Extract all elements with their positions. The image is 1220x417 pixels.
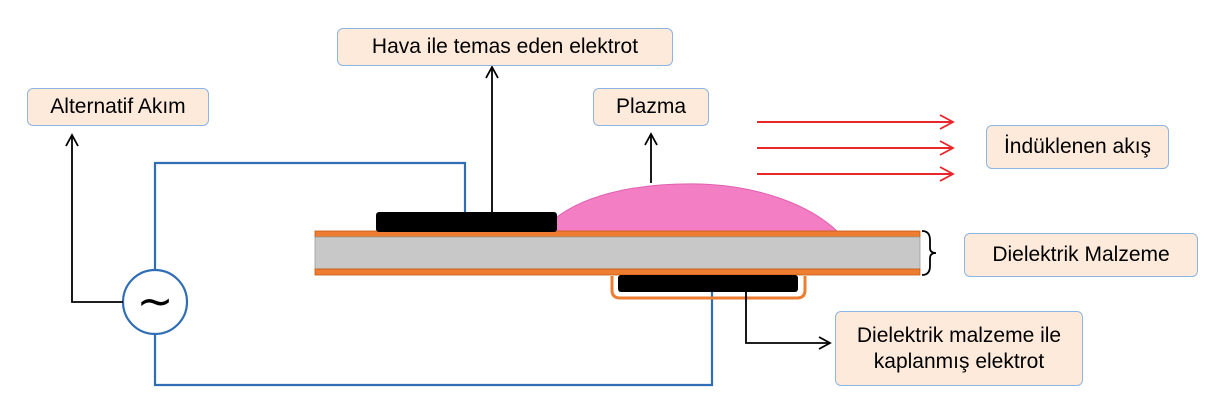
- label-dielectric-material-text: Dielektrik Malzeme: [992, 243, 1170, 266]
- exposed-electrode: [376, 212, 557, 232]
- label-plasma-text: Plazma: [615, 95, 687, 118]
- covered-electrode: [618, 275, 798, 292]
- label-induced-flow: İndüklenen akış: [986, 125, 1169, 169]
- label-covered-electrode-line1: Dielektrik malzeme ile: [856, 323, 1062, 347]
- pointer-covered-electrode: [745, 292, 832, 350]
- label-plasma: Plazma: [593, 88, 709, 126]
- dielectric-layer: [314, 236, 921, 270]
- dielectric-bracket: [921, 230, 937, 276]
- label-alternating-current: Alternatif Akım: [27, 88, 209, 126]
- plasma-region: [552, 183, 840, 233]
- label-alternating-current-text: Alternatif Akım: [50, 95, 186, 118]
- wire-lower: [153, 290, 714, 387]
- dielectric-bottom-edge: [314, 268, 921, 276]
- wire-upper: [153, 161, 467, 270]
- pointer-alternating-current: [65, 133, 123, 303]
- label-covered-electrode: Dielektrik malzeme ile kaplanmış elektro…: [835, 311, 1083, 386]
- lower-electrode-coating: [610, 276, 807, 300]
- label-covered-electrode-line2: kaplanmış elektrot: [873, 349, 1045, 373]
- label-air-electrode: Hava ile temas eden elektrot: [337, 28, 673, 66]
- label-induced-flow-text: İndüklenen akış: [1003, 135, 1152, 158]
- ac-source-symbol: ~: [137, 276, 174, 327]
- label-dielectric-material: Dielektrik Malzeme: [964, 233, 1198, 277]
- label-air-electrode-text: Hava ile temas eden elektrot: [371, 35, 639, 58]
